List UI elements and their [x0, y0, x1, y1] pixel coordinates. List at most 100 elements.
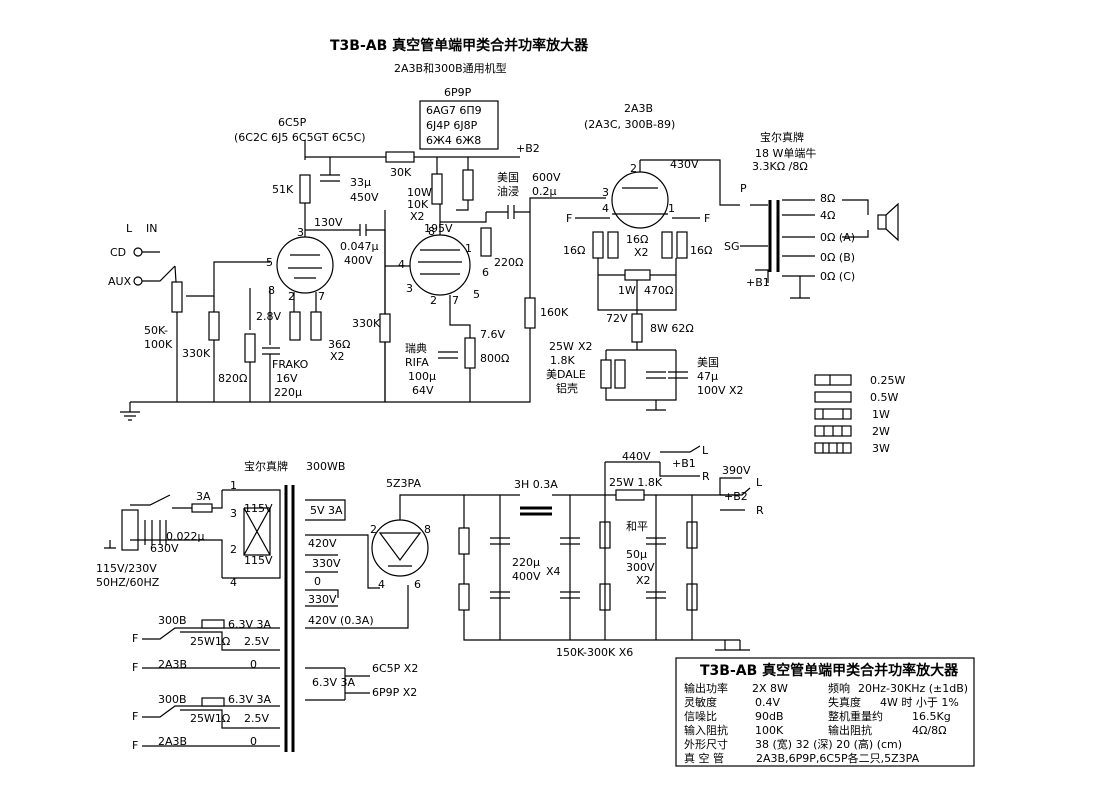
- mains-plug-icon: [121, 509, 139, 551]
- oil-label: 美国: [497, 171, 519, 184]
- r820-icon: [244, 333, 256, 363]
- l2-label: L: [756, 476, 763, 489]
- tube-6p9p-sub: 6J4P 6J8P: [426, 119, 478, 132]
- v28-label: 2.8V: [256, 310, 281, 323]
- h1-r-label: 25W1Ω: [190, 635, 230, 648]
- tube-6p9p-subs-box: [419, 100, 499, 150]
- r470-label: 470Ω: [644, 284, 673, 297]
- mains-label: 115V/230V: [96, 562, 157, 575]
- c47-label: 47μ: [697, 370, 718, 383]
- c33-icon: [320, 174, 340, 182]
- r16-icon: [676, 231, 688, 259]
- w420b-label: 420V (0.3A): [308, 614, 374, 627]
- c50x-label: X2: [636, 574, 651, 587]
- w5v-label: 5V 3A: [310, 504, 343, 517]
- c02-label: 0.2μ: [532, 185, 557, 198]
- w0-label: 0: [314, 575, 321, 588]
- r10w-icon: [431, 173, 443, 205]
- pin-label: 3: [297, 226, 304, 239]
- spec-key: 频响: [828, 681, 850, 695]
- r36-icon: [289, 311, 301, 341]
- input-aux-label: AUX: [108, 275, 132, 288]
- w330-label: 330V: [312, 557, 341, 570]
- power-transformer-core: [284, 485, 295, 752]
- legend-025w-icon: [814, 374, 852, 386]
- r30k-label: 30K: [390, 166, 412, 179]
- h2-2a3-label: 2A3B: [158, 735, 187, 748]
- tube-6p9p-icon: [409, 234, 471, 296]
- v430-label: 430V: [670, 158, 699, 171]
- r800-icon: [464, 337, 476, 369]
- h1-v-label: 6.3V 3A: [228, 618, 272, 631]
- tube-2a3b-subs: (2A3C, 300B-89): [584, 118, 675, 131]
- caps-label: 220μ: [512, 556, 540, 569]
- tube-6c5p-subs: (6C2C 6J5 6C5GT 6C5C): [234, 131, 366, 144]
- h3-t1-label: 6C5P X2: [372, 662, 418, 675]
- rect-label: 5Z3PA: [386, 477, 421, 490]
- r16-label: 16Ω: [626, 233, 648, 246]
- volume-pot-icon: [171, 281, 183, 313]
- r10k-icon: [462, 169, 474, 201]
- spec-value: 100K: [755, 724, 784, 737]
- r330k-icon: [208, 311, 220, 341]
- pin-label: 3: [602, 186, 609, 199]
- output-transformer-icon: [768, 200, 780, 272]
- r18k-icon: [614, 359, 626, 389]
- us-label: 美国: [697, 356, 719, 369]
- b2-label: +B2: [516, 142, 540, 155]
- v130-label: 130V: [314, 216, 343, 229]
- choke-label: 3H 0.3A: [514, 478, 558, 491]
- v390-label: 390V: [722, 464, 751, 477]
- speaker-tf-sg: SG: [724, 240, 740, 253]
- f-label: F: [566, 212, 572, 225]
- w115-label: 115V: [244, 502, 273, 515]
- heater-r-icon: [201, 697, 225, 707]
- pin-label: 2: [288, 290, 295, 303]
- h2-v-label: 6.3V 3A: [228, 693, 272, 706]
- choke-icon: [520, 506, 552, 516]
- n-label: 4: [230, 576, 237, 589]
- spec-value: 2X 8W: [752, 682, 788, 695]
- spec-title: T3B-AB 真空管单端甲类合并功率放大器: [700, 662, 959, 679]
- tube-2a3b-name: 2A3B: [624, 102, 653, 115]
- pin-label: 6: [414, 578, 421, 591]
- tube-6p9p-sub: 6AG7 6П9: [426, 104, 482, 117]
- frako-label: FRAKO: [272, 358, 309, 371]
- r160k-icon: [524, 297, 536, 329]
- spec-key: 失真度: [828, 695, 861, 709]
- f-label: F: [132, 632, 138, 645]
- r10k-label: 10K: [407, 198, 429, 211]
- r62-icon: [631, 313, 643, 343]
- r8w-label: 8W 62Ω: [650, 322, 694, 335]
- r51k-icon: [299, 174, 311, 204]
- spec-rows: 输出功率 2X 8W 频响 20Hz-30KHz (±1dB) 灵敏度 0.4V…: [684, 681, 968, 737]
- input-selector-wires: [142, 251, 176, 282]
- pin-label: 5: [473, 288, 480, 301]
- winding-5v: [305, 499, 346, 521]
- h3-v-label: 6.3V 3A: [312, 676, 356, 689]
- h1-sel-label: 300B: [158, 614, 187, 627]
- r36-icon: [310, 311, 322, 341]
- rifa-label: 瑞典: [405, 341, 427, 355]
- pin-label: 2: [430, 294, 437, 307]
- h1-2a3-label: 2A3B: [158, 658, 187, 671]
- c100-icon: [438, 351, 458, 359]
- speaker-icon: [877, 214, 887, 230]
- pin-label: 2: [630, 162, 637, 175]
- pin-label: 6: [482, 266, 489, 279]
- legend-2w-label: 2W: [872, 425, 890, 438]
- c02-icon: [507, 205, 515, 219]
- legend-3w-icon: [814, 442, 852, 454]
- tap-label: 0Ω (B): [820, 251, 855, 264]
- c47-icon: [646, 371, 688, 379]
- r18k-icon: [600, 359, 612, 389]
- c300-label: 300V: [626, 561, 655, 574]
- caps-v-label: 400V: [512, 570, 541, 583]
- pin-label: 8: [428, 225, 435, 238]
- w330-label: 330V: [308, 593, 337, 606]
- tube-6c5p-name: 6C5P: [278, 116, 307, 129]
- spec-key: 输入阻抗: [684, 723, 728, 737]
- r16-icon: [607, 231, 619, 259]
- cap-label: 0.022μ: [166, 530, 205, 543]
